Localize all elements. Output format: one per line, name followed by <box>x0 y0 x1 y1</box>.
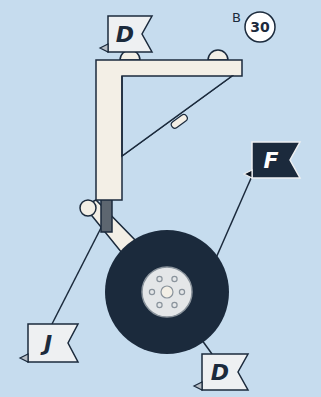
tire <box>105 230 229 354</box>
hub-bolt <box>179 289 184 294</box>
part-letter: F <box>263 148 278 173</box>
brace-slot <box>170 113 189 129</box>
part-letter: D <box>116 22 134 47</box>
wheel-hub <box>142 267 192 317</box>
hub-bolt <box>157 302 162 307</box>
hub-bolt <box>149 289 154 294</box>
part-letter: D <box>211 360 229 385</box>
hub-bolt <box>172 302 177 307</box>
callout-letter: B <box>232 10 241 25</box>
leader-line <box>52 222 104 324</box>
flag-label: F <box>244 142 300 178</box>
hub-bolt <box>172 276 177 281</box>
callout-number: 30 <box>250 19 269 35</box>
hub-bolt <box>157 276 162 281</box>
flag-label: D <box>194 354 248 390</box>
flag-label: J <box>20 324 78 362</box>
strut-opening <box>122 76 232 156</box>
axle <box>161 286 173 298</box>
mount-bolt <box>208 50 228 60</box>
pivot-joint <box>80 200 96 216</box>
main-strut <box>96 60 242 200</box>
flag-label: D <box>100 16 152 52</box>
part-letter: J <box>44 331 52 356</box>
leader-line <box>216 176 252 258</box>
callout-circle: B 30 <box>218 9 276 45</box>
oleo-piston <box>101 196 112 232</box>
